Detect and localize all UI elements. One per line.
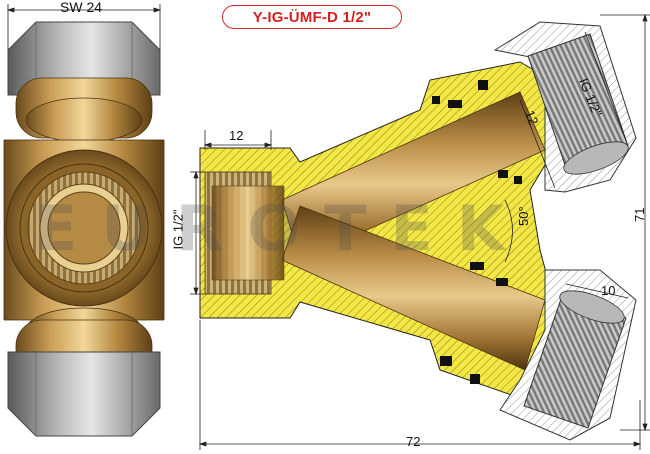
part-title-text: Y-IG-ÜMF-D 1/2" (252, 8, 372, 26)
watermark-text: EUROTEK (35, 192, 529, 265)
inlet-thread-label: IG 1/2" (170, 209, 186, 250)
wrench-size-label: SW 24 (60, 0, 103, 15)
section-view (199, 21, 637, 441)
side-view (3, 21, 165, 437)
overall-length-label: 72 (406, 434, 421, 449)
overall-height-label: 71 (632, 207, 647, 222)
angle-label: 50° (516, 206, 531, 226)
lower-outlet-thread-length-label: 10 (601, 283, 616, 298)
wrench-size-dimension (6, 4, 162, 50)
part-title: Y-IG-ÜMF-D 1/2" (222, 5, 402, 29)
inlet-thread-length-label: 12 (229, 128, 244, 143)
dimension-lines (190, 13, 650, 450)
